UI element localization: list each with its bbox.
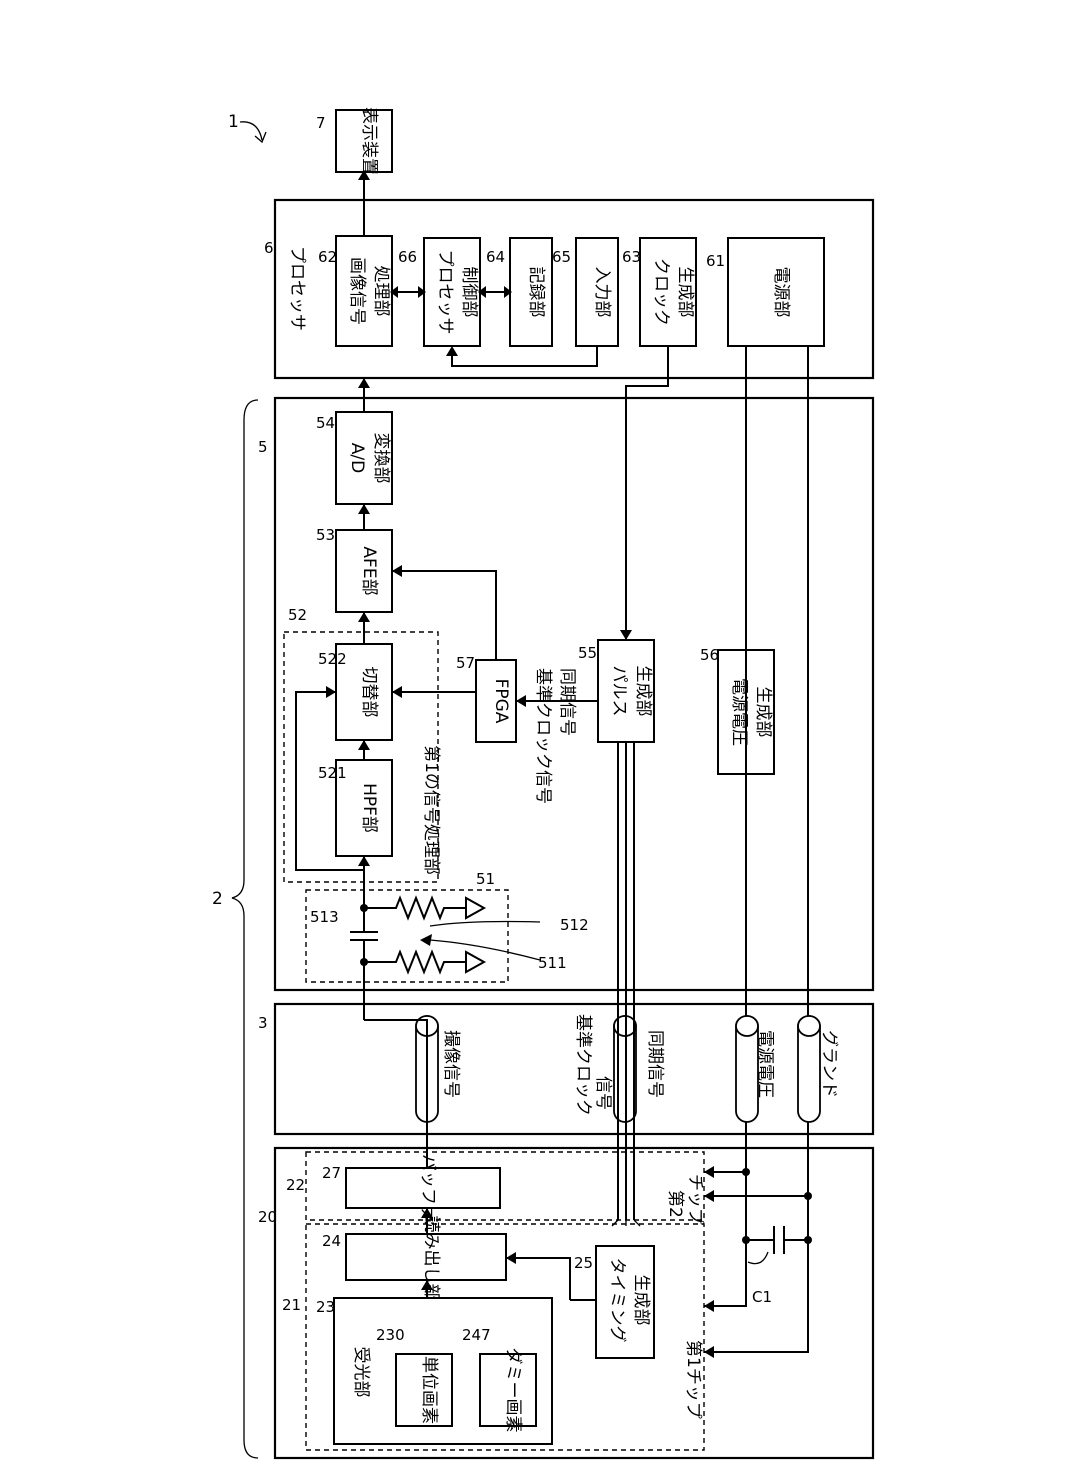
pv-gen-label-2: 生成部 [753, 687, 773, 738]
chip2-label: 第2 [665, 1190, 685, 1218]
ref-54: 54 [316, 414, 335, 432]
coax-power [736, 1016, 758, 1122]
chip2-label-2: チップ [685, 1174, 705, 1225]
ref-22: 22 [286, 1176, 305, 1194]
coax-ground [798, 1016, 820, 1122]
fpga-label: FPGA [491, 679, 511, 724]
image-proc-label-2: 処理部 [371, 266, 391, 317]
ref-clock-label: 基準クロック [573, 1014, 593, 1116]
light-receiver-label: 受光部 [351, 1347, 371, 1398]
ref-56: 56 [700, 646, 719, 664]
imaging-unit-frame: 20 22 第2 チップ バッファ 27 21 第1チップ 読み出し部 24 タ… [258, 1148, 873, 1458]
timing-gen-label-2: 生成部 [631, 1275, 651, 1326]
ref-521: 521 [318, 764, 347, 782]
ref-511: 511 [538, 954, 567, 972]
ref-230: 230 [376, 1326, 405, 1344]
pulse-gen-label-2: 生成部 [633, 666, 653, 717]
ref-53: 53 [316, 526, 335, 544]
ground-label: グランド [819, 1030, 839, 1098]
dummy-pixel-label: ダミー画素 [503, 1348, 523, 1433]
c1-label: C1 [752, 1288, 772, 1306]
ref-57: 57 [456, 654, 475, 672]
afe-label: AFE部 [359, 546, 379, 595]
system-reference: 1 [228, 112, 266, 142]
timing-gen-label: タイミング [607, 1258, 627, 1343]
image-proc-label: 画像信号 [347, 257, 367, 325]
proc-ctrl-label: プロセッサ [435, 250, 455, 335]
block-5-frame: 5 A/D 変換部 54 AFE部 53 52 第1の信号処理部 切替部 522… [258, 398, 873, 990]
display-device: 表示装置 7 [316, 107, 392, 175]
proc-ctrl-label-2: 制御部 [459, 267, 479, 318]
ref-65: 65 [552, 248, 571, 266]
ref-7: 7 [316, 114, 326, 132]
display-label: 表示装置 [359, 107, 379, 175]
ref-62: 62 [318, 248, 337, 266]
processor-frame: プロセッサ 6 画像信号 処理部 62 プロセッサ 制御部 66 64 記録部 … [264, 200, 873, 378]
ref-clock-signal-label: 基準クロック信号 [533, 668, 553, 804]
ref-20: 20 [258, 1208, 277, 1226]
ref-3: 3 [258, 1014, 268, 1032]
ref-61: 61 [706, 252, 725, 270]
ref-247: 247 [462, 1326, 491, 1344]
ref-24: 24 [322, 1232, 341, 1250]
sync-label: 同期信号 [645, 1030, 665, 1098]
ref-25: 25 [574, 1254, 593, 1272]
imaging-signal-label: 撮像信号 [441, 1030, 461, 1098]
switch-label: 切替部 [359, 667, 379, 718]
ref-2: 2 [212, 889, 223, 909]
chip1-label: 第1チップ [683, 1340, 703, 1419]
ref-66: 66 [398, 248, 417, 266]
ad-label: A/D [347, 443, 367, 473]
ref-512: 512 [560, 916, 589, 934]
power-label: 電源部 [771, 267, 791, 318]
input-label: 入力部 [592, 267, 612, 318]
ref-1: 1 [228, 112, 239, 132]
pulse-gen-label: パルス [609, 666, 629, 717]
processor-label: プロセッサ [287, 246, 307, 331]
unit-pixel-label: 単位画素 [419, 1356, 439, 1424]
recording-label: 記録部 [526, 267, 546, 318]
ref-522: 522 [318, 650, 347, 668]
ref-51: 51 [476, 870, 495, 888]
ref-23: 23 [316, 1298, 335, 1316]
ref-52: 52 [288, 606, 307, 624]
ref-21: 21 [282, 1296, 301, 1314]
ref-63: 63 [622, 248, 641, 266]
hpf-label: HPF部 [359, 783, 379, 833]
ref-5: 5 [258, 438, 268, 456]
clock-gen-label: クロック [651, 258, 671, 326]
first-signal-proc-label: 第1の信号処理部 [421, 745, 441, 875]
cable-frame: 3 撮像信号 基準クロック 信号 同期信号 電源電圧 グランド [258, 1004, 873, 1134]
ref-55: 55 [578, 644, 597, 662]
clock-gen-label-2: 生成部 [675, 267, 695, 318]
ref-27: 27 [322, 1164, 341, 1182]
ref-clock-label-2: 信号 [593, 1076, 613, 1110]
ref-513: 513 [310, 908, 339, 926]
ad-label-2: 変換部 [371, 433, 391, 484]
ref-6: 6 [264, 239, 274, 257]
ref-64: 64 [486, 248, 505, 266]
